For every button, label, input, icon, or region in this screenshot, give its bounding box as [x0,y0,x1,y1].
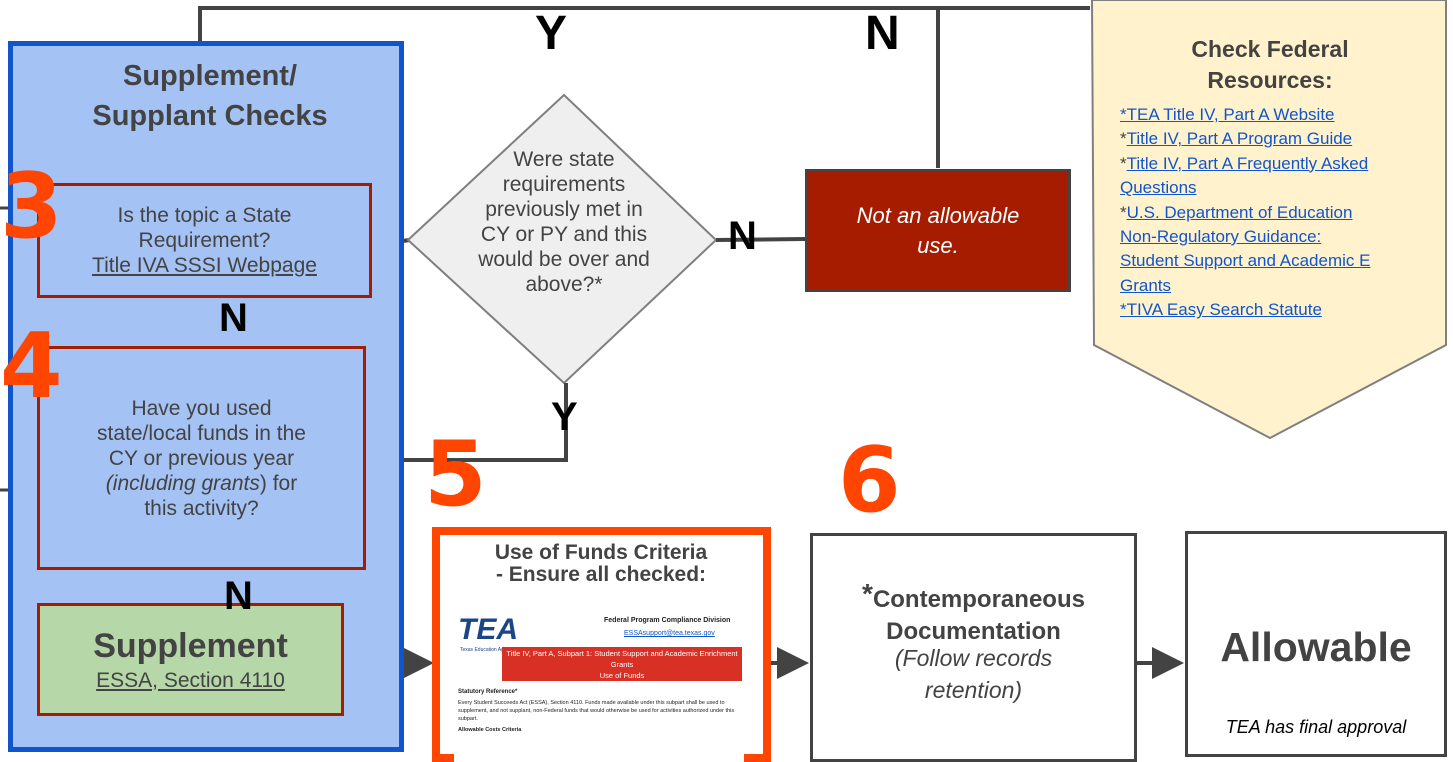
records-retention-note: (Follow records retention) [894,645,1053,703]
use-of-funds-title: Use of Funds Criteria - Ensure all check… [494,541,708,586]
step-number-3: 3 [0,154,63,259]
essa-section-4110-link[interactable]: ESSA, Section 4110 [96,668,285,692]
answer-yes-diamond: Y [551,395,578,439]
document-banner: Title IV, Part A, Subpart 1: Student Sup… [502,647,742,681]
resource-link-program-guide[interactable]: *Title IV, Part A Program Guide [1120,129,1353,149]
allowable-box [1185,531,1447,757]
step-number-6: 6 [838,428,901,533]
federal-resources-list: *TEA Title IV, Part A Website *Title IV,… [1120,103,1440,323]
state-requirement-question: Is the topic a State Requirement? Title … [37,183,372,298]
not-allowable-box: Not an allowable use. [805,169,1071,292]
decision-question-text: Were state requirements previously met i… [478,148,650,296]
answer-no-q3: N [219,296,248,340]
step-number-5: 5 [424,422,487,527]
resource-link-usde-guidance[interactable]: *U.S. Department of Education [1120,202,1353,222]
supplement-title: Supplement [93,626,288,665]
resource-link-faq[interactable]: *Title IV, Part A Frequently Asked [1120,153,1369,173]
title-iva-sssi-link[interactable]: Title IVA SSSI Webpage [92,254,317,277]
step-number-4: 4 [0,314,63,419]
contemporaneous-documentation-title: *Contemporaneous Documentation [862,578,1085,645]
answer-no-q4: N [224,574,253,618]
answer-yes-top: Y [535,7,568,60]
use-of-funds-document-thumbnail[interactable]: TEA Texas Education Agency Federal Progr… [454,603,744,762]
federal-resources-shape [1090,0,1447,440]
top-loop-connector [198,6,1090,45]
resource-link-faq-cont[interactable]: Questions [1120,178,1197,198]
federal-resources-title: Check Federal Resources: [1191,36,1349,93]
answer-no-diamond: N [728,214,757,258]
contemporaneous-documentation-box [810,533,1137,762]
final-approval-note: TEA has final approval [1225,717,1407,737]
state-local-funds-question: Have you used state/local funds in the C… [37,346,366,570]
resource-link-tea-website[interactable]: *TEA Title IV, Part A Website [1120,105,1335,124]
panel-title: Supplement/ Supplant Checks [92,60,328,132]
tea-logo: TEA [458,613,518,646]
resource-link-usde-guidance-cont2[interactable]: Student Support and Academic E [1120,251,1371,271]
resource-link-easy-search-statute[interactable]: *TIVA Easy Search Statute [1120,300,1322,320]
answer-no-top: N [865,7,900,60]
resource-link-usde-guidance-cont3[interactable]: Grants [1120,275,1172,295]
allowable-title: Allowable [1220,624,1412,670]
resource-link-usde-guidance-cont1[interactable]: Non-Regulatory Guidance: [1120,227,1322,247]
essa-support-email-link[interactable]: ESSAsupport@tea.texas.gov [624,630,715,637]
supplement-box: Supplement ESSA, Section 4110 [37,603,344,716]
